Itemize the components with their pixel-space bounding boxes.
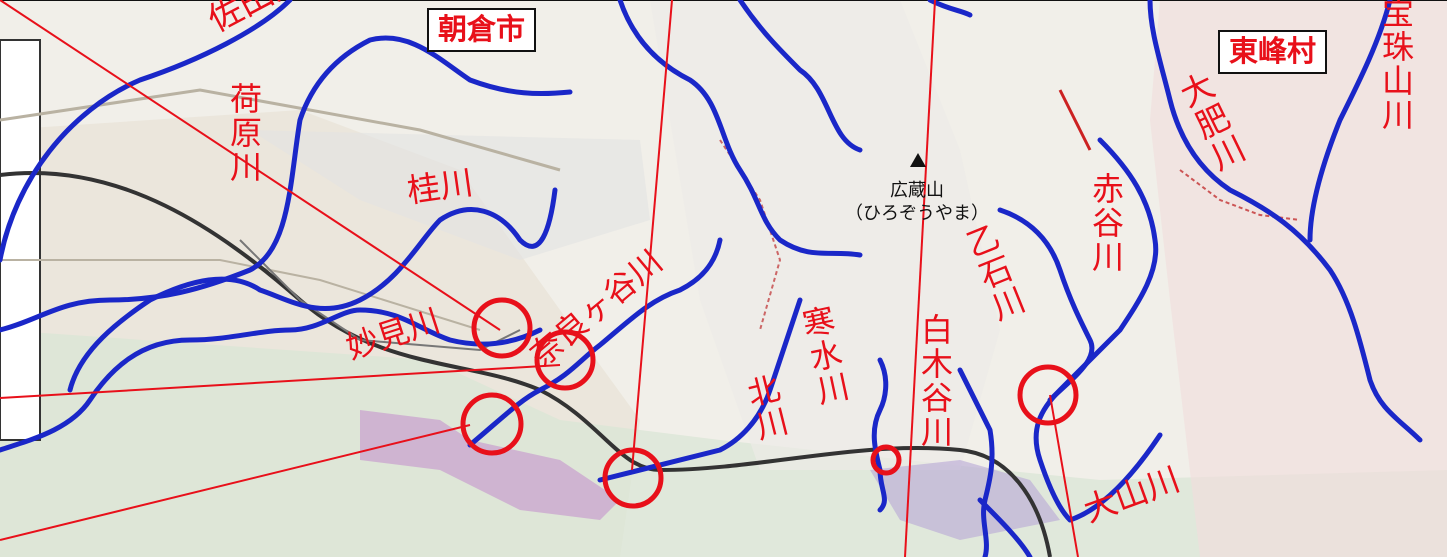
circle-katsura-mouth [460,392,524,456]
river-akatani [1033,137,1163,523]
mountain-triangle-icon [910,153,926,167]
circle-akatani [1017,364,1079,426]
circle-kanmizu [870,444,902,476]
asakura-city-label: 朝倉市 [427,8,537,52]
river-naragaya [467,237,723,448]
river-shirakidani [957,367,995,557]
river-label-katsura: 桂川 [404,162,476,211]
river-label-shirakidani: 白木谷川 [916,313,954,449]
toho-village-label: 東峰村 [1218,30,1328,74]
river-houshuyama [1307,0,1393,243]
annotation-lines [0,0,1079,557]
river-label-nihara: 荷原川 [225,82,263,184]
river-myoken-lower [0,307,543,453]
mountain-name: 広蔵山 [890,180,944,201]
circle-kita [602,447,664,509]
river-nihara [0,35,573,333]
circle-naragaya [534,329,596,391]
river-center-trib [617,0,863,258]
river-ohi [1147,0,1423,443]
circle-myoken [471,297,533,359]
river-kita [597,297,803,483]
river-kanmizu [871,357,889,513]
river-label-akatani: 赤谷川 [1087,172,1125,274]
river-katsura [67,187,558,393]
river-label-houshuyama: 宝珠山川 [1377,0,1415,132]
river-sada [0,0,293,263]
mountain-label: 広蔵山 （ひろぞうやま） [842,180,992,225]
river-center-trib2 [737,0,863,153]
mountain-reading: （ひろぞうやま） [845,202,989,224]
river-bottom-center [977,497,1033,557]
annotation-circles [460,297,1079,509]
